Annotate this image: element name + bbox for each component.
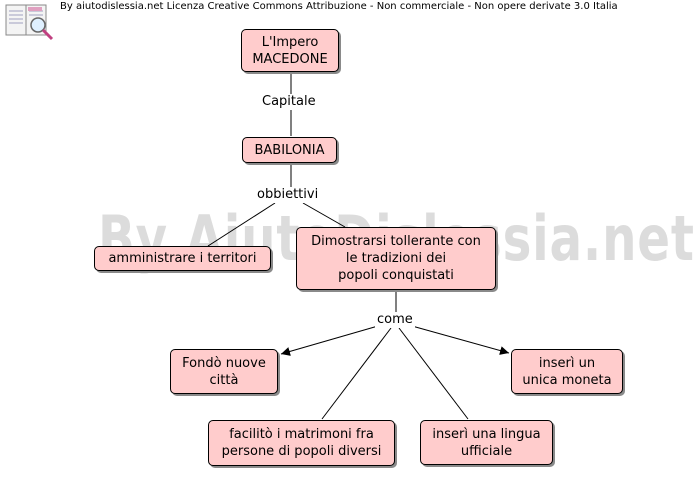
link-come-facilito: [321, 327, 392, 420]
concept-node-amministrare: amministrare i territori: [94, 246, 271, 271]
concept-node-impero-macedone: L'Impero MACEDONE: [241, 29, 339, 72]
link-label-capitale: Capitale: [260, 94, 318, 110]
concept-node-babilonia: BABILONIA: [242, 137, 337, 163]
license-credit: By aiutodislessia.net Licenza Creative C…: [60, 1, 618, 12]
link-obbiettivi-amministrare: [207, 202, 276, 247]
concept-node-facilito-matrimoni: facilitò i matrimoni fra persone di popo…: [208, 420, 395, 466]
concept-node-fondo-nuove-citta: Fondò nuove città: [170, 349, 278, 394]
link-come-lingua: [398, 327, 469, 420]
link-label-come: come: [375, 312, 415, 328]
concept-node-unica-moneta: inserì un unica moneta: [511, 349, 623, 394]
link-label-obbiettivi: obbiettivi: [255, 187, 321, 203]
link-come-fondo: [280, 325, 379, 356]
link-come-moneta: [411, 325, 510, 355]
concept-node-dimostrarsi: Dimostrarsi tollerante con le tradizioni…: [296, 227, 496, 290]
concept-node-lingua-ufficiale: inserì una lingua ufficiale: [420, 420, 553, 465]
link-obbiettivi-dimostrarsi: [302, 202, 346, 228]
aiutodislessia-logo-icon: [2, 1, 58, 43]
